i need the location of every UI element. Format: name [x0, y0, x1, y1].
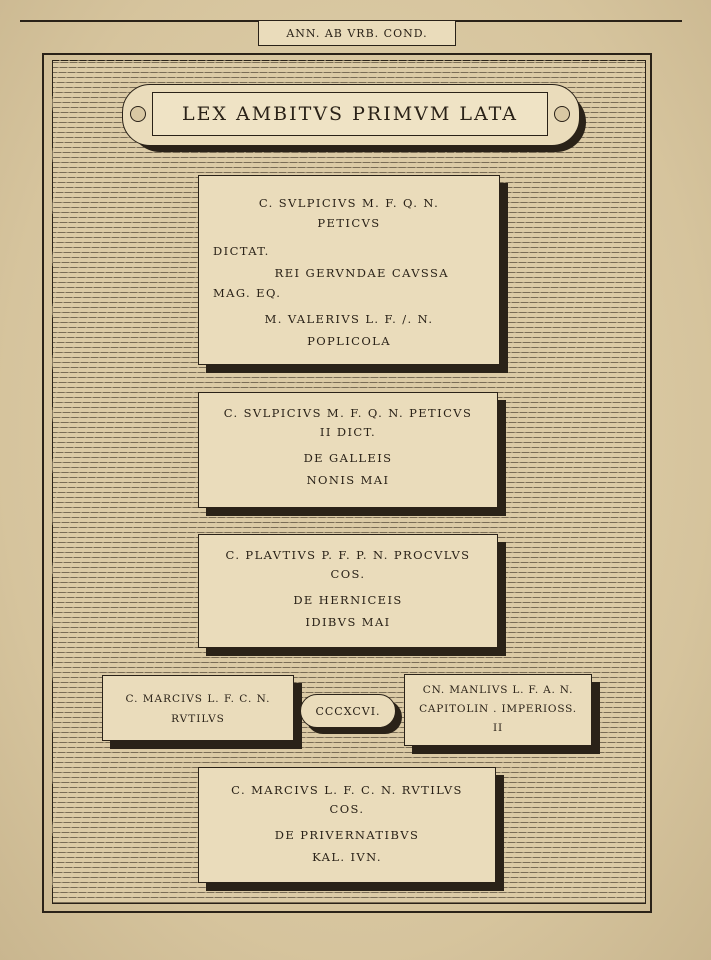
inscription-slab-consul-plautius: C. PLAVTIVS P. F. P. N. PROCVLVS COS. DE… [198, 534, 506, 656]
slab-body: C. PLAVTIVS P. F. P. N. PROCVLVS COS. DE… [198, 534, 498, 648]
inscription-slab-consul-marcius: C. MARCIVS L. F. C. N. RVTILVS COS. DE P… [198, 767, 504, 891]
slab-line: CAPITOLIN . IMPERIOSS. [419, 703, 577, 715]
slab-line: C. SVLPICIVS M. F. Q. N. [258, 196, 440, 210]
slab-body: CN. MANLIVS L. F. A. N. CAPITOLIN . IMPE… [404, 674, 592, 746]
title-plaque-right-boss [554, 106, 570, 122]
title-plaque: LEX AMBITVS PRIMVM LATA [122, 84, 586, 152]
slab-line: REI GERVNDAE CAVSSA [274, 266, 449, 280]
outer-frame [42, 53, 652, 913]
slab-line: DE HERNICEIS [293, 593, 403, 607]
slab-line: COS. [329, 802, 365, 816]
title-plaque-left-boss [130, 106, 146, 122]
slab-line: RVTILVS [171, 713, 225, 725]
slab-body: C. SVLPICIVS M. F. Q. N. PETICVS II DICT… [198, 392, 498, 508]
slab-line: KAL. IVN. [312, 850, 382, 864]
slab-line: II [493, 722, 503, 734]
slab-body: C. MARCIVS L. F. C. N. RVTILVS COS. DE P… [198, 767, 496, 883]
header-label-text: ANN. AB VRB. COND. [286, 26, 428, 40]
slab-line: DE PRIVERNATIBVS [274, 828, 420, 842]
slab-line: C. MARCIVS L. F. C. N. [125, 693, 271, 705]
year-number: CCCXCVI. [315, 704, 381, 718]
inscription-slab-second-dictatorship: C. SVLPICIVS M. F. Q. N. PETICVS II DICT… [198, 392, 506, 516]
top-rule-right [454, 20, 682, 22]
title-plaque-panel: LEX AMBITVS PRIMVM LATA [152, 92, 548, 136]
inscription-slab-dictator: C. SVLPICIVS M. F. Q. N. PETICVS DICTAT.… [198, 175, 508, 373]
slab-line: DICTAT. [213, 244, 270, 258]
slab-line: C. SVLPICIVS M. F. Q. N. PETICVS [223, 406, 473, 420]
slab-line: C. MARCIVS L. F. C. N. RVTILVS [231, 783, 463, 797]
slab-line: CN. MANLIVS L. F. A. N. [422, 684, 574, 696]
page-title: LEX AMBITVS PRIMVM LATA [181, 103, 519, 125]
slab-line: NONIS MAI [306, 473, 390, 487]
slab-body: C. MARCIVS L. F. C. N. RVTILVS [102, 675, 294, 741]
top-rule-left [20, 20, 258, 22]
slab-line: MAG. EQ. [213, 286, 282, 300]
slab-line: POPLICOLA [307, 334, 391, 348]
year-cartouche-body: CCCXCVI. [300, 694, 396, 728]
slab-line: COS. [330, 567, 366, 581]
tablet-marcius: C. MARCIVS L. F. C. N. RVTILVS [102, 675, 302, 749]
slab-line: DE GALLEIS [303, 451, 393, 465]
tablet-manlius: CN. MANLIVS L. F. A. N. CAPITOLIN . IMPE… [404, 674, 600, 754]
year-cartouche: CCCXCVI. [300, 694, 402, 734]
slab-line: C. PLAVTIVS P. F. P. N. PROCVLVS [225, 548, 471, 562]
slab-line: M. VALERIVS L. F. /. N. [264, 312, 434, 326]
slab-line: II DICT. [319, 425, 377, 439]
slab-line: IDIBVS MAI [305, 615, 391, 629]
header-label: ANN. AB VRB. COND. [258, 20, 456, 46]
slab-body: C. SVLPICIVS M. F. Q. N. PETICVS DICTAT.… [198, 175, 500, 365]
slab-line: PETICVS [317, 216, 381, 230]
